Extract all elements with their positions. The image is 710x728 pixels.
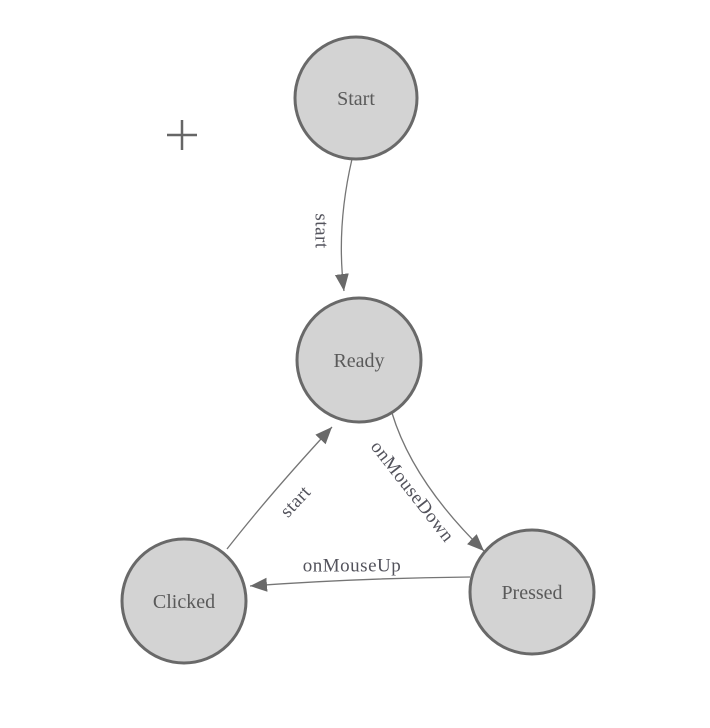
transition-path[interactable] xyxy=(334,158,353,292)
state-label: Start xyxy=(337,88,375,110)
state-label: Ready xyxy=(333,350,384,372)
state-node-start[interactable]: Start xyxy=(293,35,419,161)
transition-label: onMouseUp xyxy=(303,556,401,577)
transition-pressed-to-clicked: onMouseUp xyxy=(249,556,471,592)
transition-label: start xyxy=(276,482,316,522)
state-node-clicked[interactable]: Clicked xyxy=(120,537,248,665)
transition-label: start xyxy=(310,213,331,248)
state-node-pressed[interactable]: Pressed xyxy=(468,528,596,656)
state-circle[interactable] xyxy=(468,528,596,656)
state-label: Pressed xyxy=(501,582,562,604)
state-circle[interactable] xyxy=(295,296,423,424)
crosshair-icon xyxy=(167,120,197,150)
transition-path[interactable] xyxy=(249,576,471,592)
transition-path[interactable] xyxy=(391,412,485,552)
transition-path[interactable] xyxy=(226,426,333,550)
transition-ready-to-pressed: onMouseDown xyxy=(366,412,485,552)
state-circle[interactable] xyxy=(293,35,419,161)
state-label: Clicked xyxy=(153,591,215,613)
transition-clicked-to-ready: start xyxy=(226,426,333,550)
state-node-ready[interactable]: Ready xyxy=(295,296,423,424)
transition-start-to-ready: start xyxy=(310,158,353,292)
transition-label: onMouseDown xyxy=(366,437,458,547)
state-circle[interactable] xyxy=(120,537,248,665)
